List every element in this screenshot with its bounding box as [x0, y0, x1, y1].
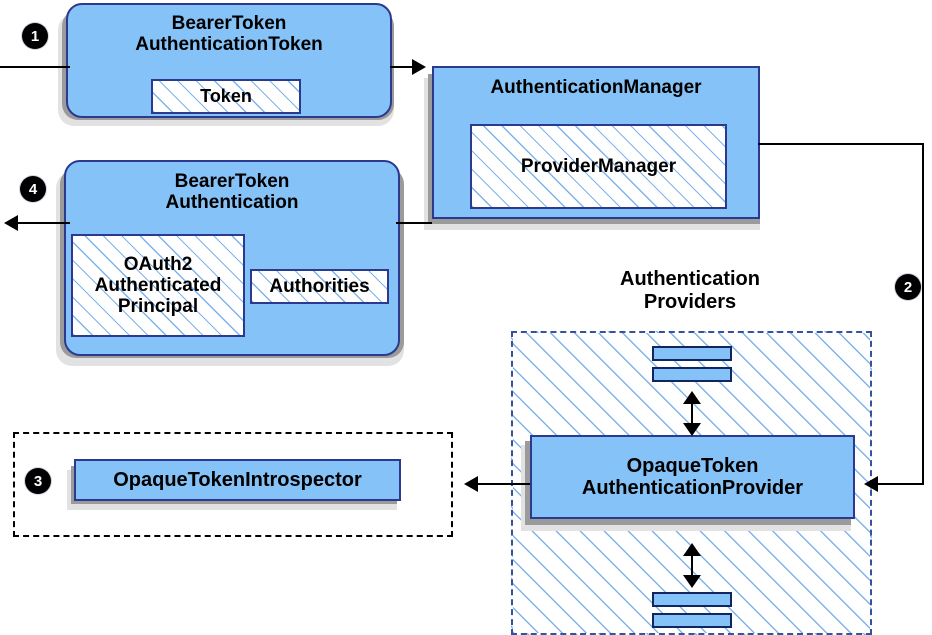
arrow-down-icon-bottom-link — [683, 575, 701, 588]
arrow-right-icon-token-to-manager — [412, 59, 426, 75]
authentication-manager-title: AuthenticationManager — [490, 77, 702, 98]
bearer-token-authentication-token-title-line2: AuthenticationToken — [135, 34, 323, 56]
provider-manager-inner-box[interactable]: ProviderManager — [470, 124, 727, 209]
provider-stub-bar-bottom-2 — [652, 613, 732, 628]
authentication-providers-label-line1: Authentication — [620, 268, 760, 290]
authorities-box[interactable]: Authorities — [250, 269, 389, 304]
bearer-token-authentication-token-title-line1: BearerToken — [171, 13, 287, 34]
provider-stub-bar-top-2 — [652, 367, 732, 382]
opaque-token-authentication-provider-title-line2: AuthenticationProvider — [581, 477, 804, 499]
connector-top-provider-link — [691, 397, 693, 429]
connector-step2-right — [922, 143, 924, 484]
opaque-token-introspector-box[interactable]: OpaqueTokenIntrospector — [74, 459, 401, 501]
opaque-token-authentication-provider-box[interactable]: OpaqueToken AuthenticationProvider — [530, 435, 855, 519]
authentication-providers-label: Authentication Providers — [570, 268, 810, 314]
connector-token-to-manager — [390, 66, 418, 68]
opaque-token-introspector-region — [13, 432, 453, 537]
principal-line3: Principal — [117, 296, 199, 318]
provider-stub-bar-bottom-1 — [652, 592, 732, 607]
provider-stub-bar-top-1 — [652, 346, 732, 361]
bearer-token-authentication-title-line2: Authentication — [165, 192, 299, 214]
opaque-token-authentication-provider-title-line1: OpaqueToken — [626, 454, 759, 477]
connector-step3 — [478, 483, 530, 485]
step-marker-1: 1 — [22, 23, 48, 49]
principal-line1: OAuth2 — [123, 253, 193, 275]
connector-step4-return — [396, 222, 432, 224]
token-inner-box[interactable]: Token — [151, 79, 301, 114]
authentication-providers-label-line2: Providers — [643, 291, 737, 313]
step-marker-4: 4 — [20, 176, 46, 202]
oauth2-authenticated-principal-box[interactable]: OAuth2 Authenticated Principal — [71, 234, 245, 337]
step-marker-3: 3 — [25, 468, 51, 494]
principal-line2: Authenticated — [94, 274, 222, 296]
arrow-down-icon-top-link — [683, 423, 701, 436]
connector-step1-inbound — [0, 66, 70, 68]
step-marker-2: 2 — [895, 274, 921, 300]
connector-step2-bottom — [878, 483, 924, 485]
arrow-left-icon-step3 — [464, 476, 478, 492]
connector-bottom-provider-link — [691, 549, 693, 581]
arrow-left-icon-step2 — [864, 476, 878, 492]
bearer-token-authentication-title-line1: BearerToken — [174, 171, 290, 192]
connector-step2-top — [758, 143, 924, 145]
arrow-left-icon-step4 — [4, 215, 18, 231]
connector-step4-outbound — [18, 222, 70, 224]
